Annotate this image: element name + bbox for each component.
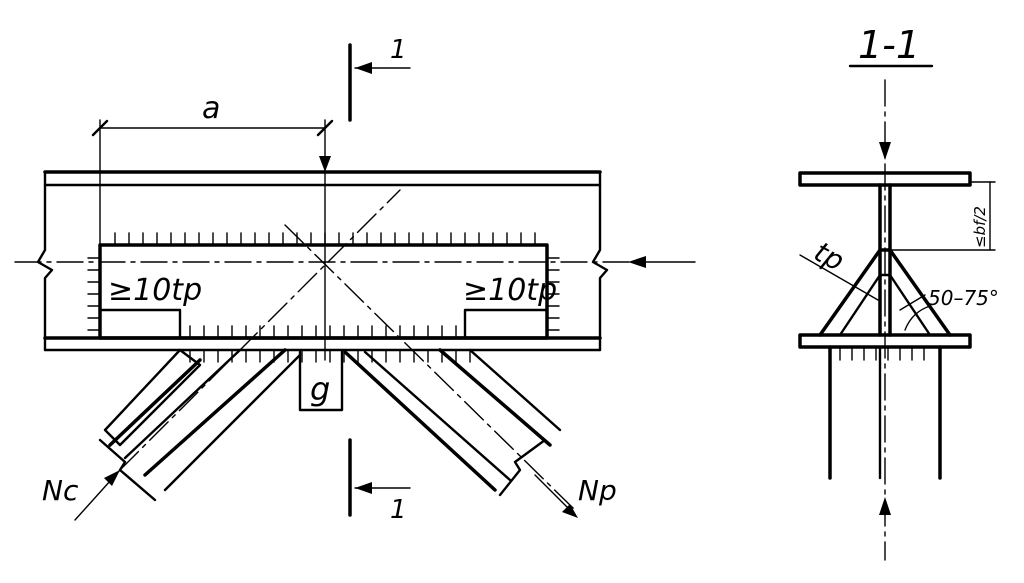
brace-left [74, 348, 302, 521]
section-view: 1-1 tp 50–75° ≤bf/2 [798, 23, 999, 561]
elevation-view: a 1 1 ≥10tp ≥10tp g Nc [14, 35, 696, 525]
brace-left-edge-a [108, 358, 202, 447]
section-weld-ticks [839, 346, 925, 361]
angle-range-label: 50–75° [928, 286, 999, 310]
brace-right-edge-c [438, 348, 552, 447]
brace-right-edge-b [363, 350, 512, 482]
force-nc-arrow [104, 470, 120, 486]
section-top-flange [798, 171, 972, 187]
weld-length-left-label: ≥10tp [108, 273, 202, 308]
chord-break-left [36, 170, 54, 352]
gap-g-label: g [310, 370, 330, 408]
dimension-a-tick-right [316, 119, 334, 137]
edge-limit-label: ≤bf/2 [971, 206, 989, 248]
section-arrow-top [879, 142, 891, 160]
section-gusset-inner [838, 273, 932, 337]
force-np-arrow [562, 504, 578, 518]
chord-break-right [591, 170, 609, 352]
section-arrow-bottom-head [355, 482, 372, 494]
brace-left-edge-b [143, 348, 287, 477]
brace-left-edge-c [163, 353, 302, 492]
brace-left-inner [123, 348, 242, 460]
weld-ticks-right [546, 257, 560, 331]
diagonal-axis-left [119, 189, 401, 471]
section-gusset-outer [818, 248, 952, 337]
weld-notch-right [463, 308, 549, 340]
tp-leader [799, 254, 879, 301]
weld-length-right-label: ≥10tp [463, 273, 557, 308]
gap-g-bracket [298, 350, 344, 412]
brace-left-outer [103, 348, 202, 447]
section-mark-bottom-label: 1 [390, 495, 407, 525]
axis-arrow-head [628, 256, 646, 268]
section-arrow-top-head [355, 62, 372, 74]
brace-right-break [498, 438, 547, 497]
section-arrow-bottom [879, 497, 891, 515]
brace-left-break [98, 438, 157, 502]
force-nc-label: Nc [42, 474, 79, 507]
section-bottom-flange [798, 333, 972, 349]
brace-right-edge-d [468, 348, 562, 432]
dimension-a-label: a [202, 91, 220, 126]
weld-notch-left [98, 308, 182, 340]
section-mark-top-label: 1 [390, 35, 407, 65]
angle-arc [904, 305, 931, 331]
brace-right [343, 348, 578, 518]
diagonal-axis-right [284, 224, 576, 511]
brace-right-edge-a [343, 350, 497, 492]
gusset-plate [98, 243, 549, 340]
weld-ticks-left [87, 257, 101, 331]
vertical-axis-arrow [319, 156, 331, 172]
tp-label: tp [809, 235, 850, 278]
section-title: 1-1 [858, 23, 920, 67]
angle-leader [899, 294, 926, 311]
force-np-label: Np [578, 474, 617, 507]
dimension-a-tick-left [91, 119, 109, 137]
